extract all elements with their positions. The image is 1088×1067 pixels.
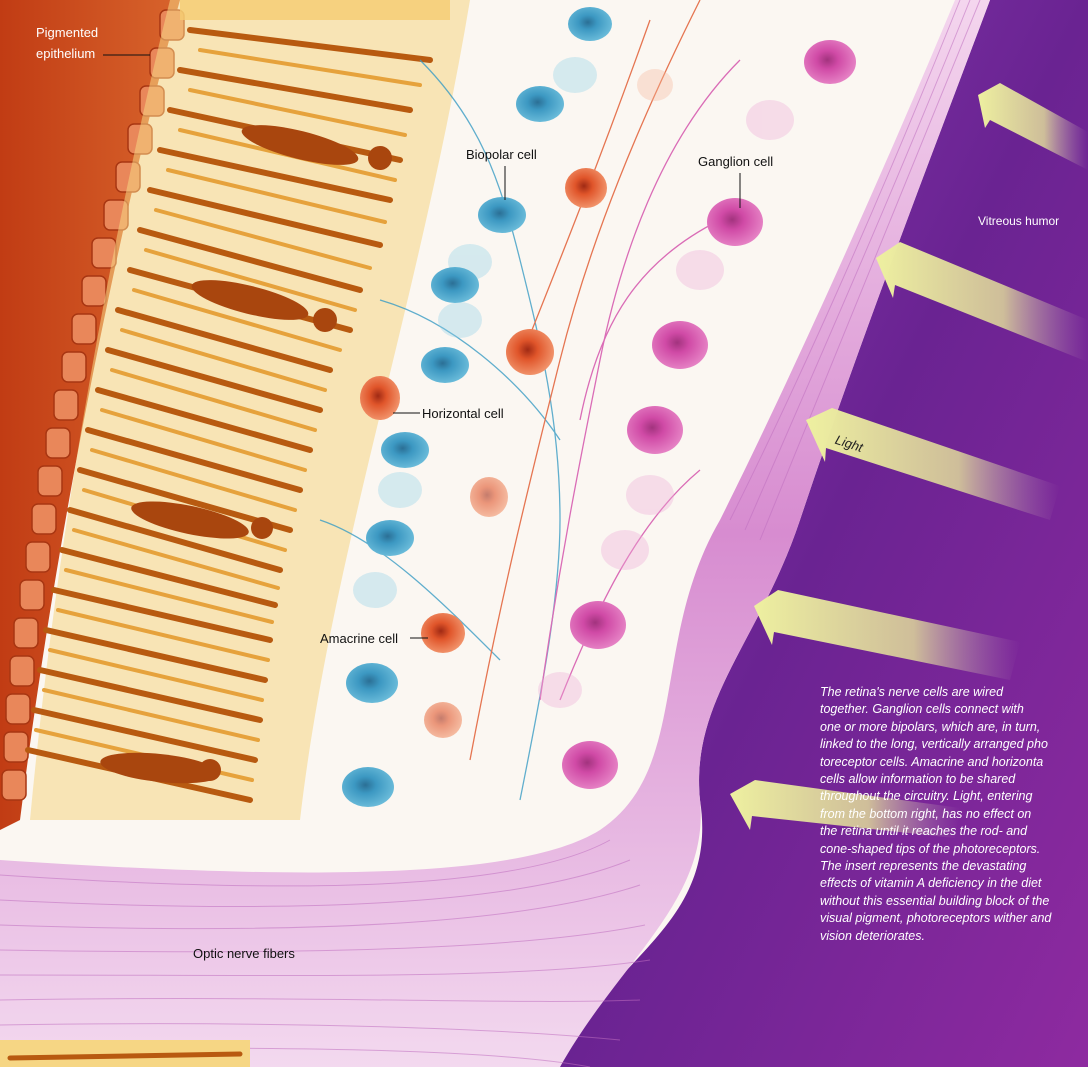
caption-line: throughout the circuitry. Light, enterin… [820,788,1080,805]
vitreous-humor-label: Vitreous humor [978,214,1059,229]
horizontal-cell-label: Horizontal cell [422,406,504,421]
caption-line: the retina until it reaches the rod- and [820,823,1080,840]
caption-line: The retina's nerve cells are wired [820,684,1080,701]
caption-text: The retina's nerve cells are wired toget… [820,684,1080,945]
caption-line: together. Ganglion cells connect with [820,701,1080,718]
caption-line: from the bottom right, has no effect on [820,806,1080,823]
caption-line: linked to the long, vertically arranged … [820,736,1080,753]
caption-line: vision deteriorates. [820,928,1080,945]
caption-line: cone-shaped tips of the photoreceptors. [820,841,1080,858]
caption-line: without this essential building block of… [820,893,1080,910]
bipolar-cell-label: Biopolar cell [466,147,537,162]
caption-line: The insert represents the devastating [820,858,1080,875]
optic-nerve-fibers-label: Optic nerve fibers [193,946,295,961]
amacrine-cell-label: Amacrine cell [320,631,398,646]
caption-line: one or more bipolars, which are, in turn… [820,719,1080,736]
caption-line: visual pigment, photoreceptors wither an… [820,910,1080,927]
pigmented-epithelium-label-line1: Pigmented [36,25,98,40]
pigmented-epithelium-label-line2: epithelium [36,46,95,61]
caption-line: effects of vitamin A deficiency in the d… [820,875,1080,892]
ganglion-cell-label: Ganglion cell [698,154,773,169]
caption-line: cells allow information to be shared [820,771,1080,788]
caption-line: toreceptor cells. Amacrine and horizonta [820,754,1080,771]
